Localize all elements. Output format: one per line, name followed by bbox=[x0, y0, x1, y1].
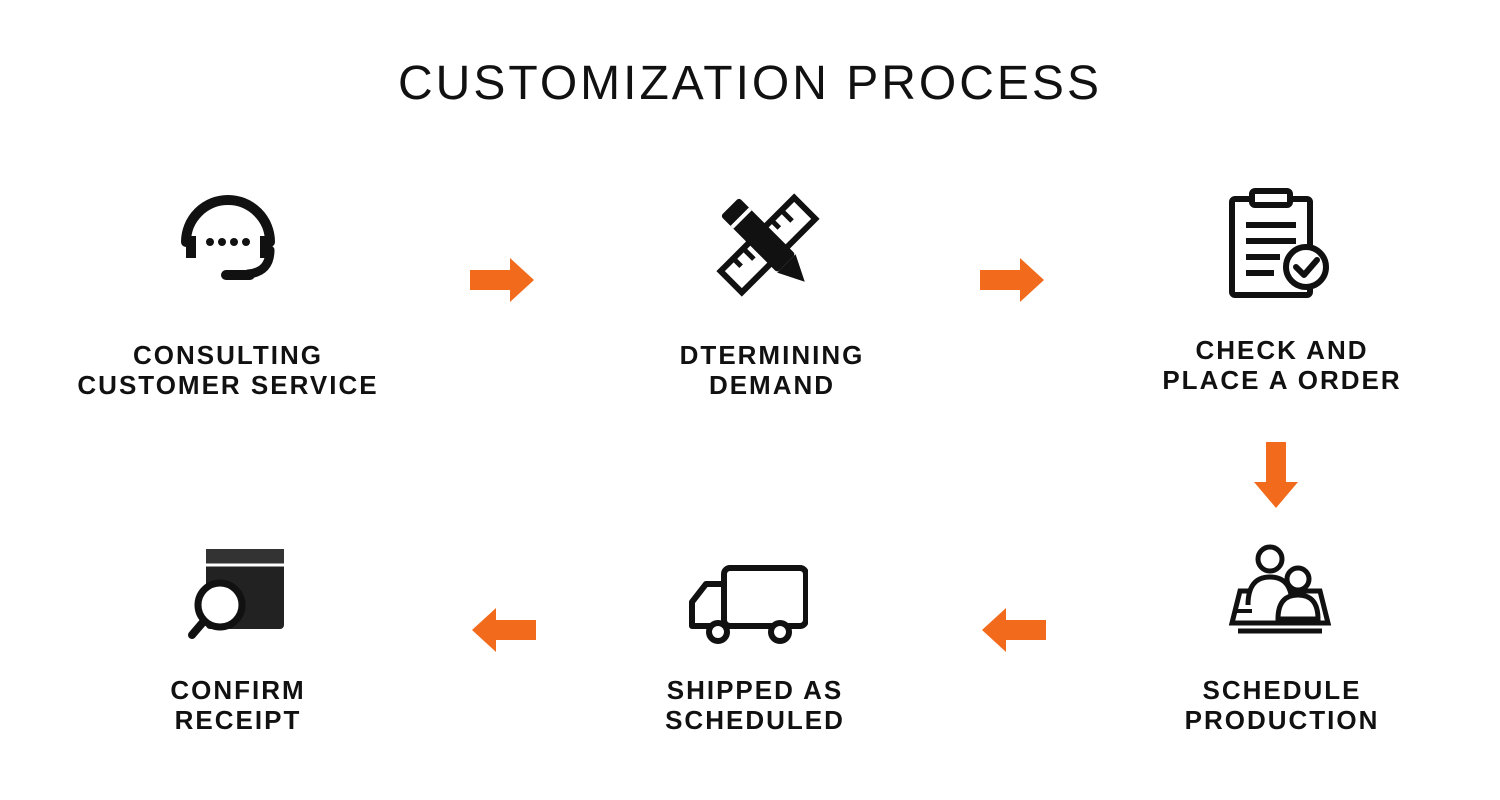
arrow-left-1 bbox=[980, 608, 1046, 652]
step-label: CONSULTING CUSTOMER SERVICE bbox=[77, 340, 379, 400]
arrow-right-1 bbox=[470, 258, 536, 302]
arrow-left-2 bbox=[470, 608, 536, 652]
people-schedule-icon bbox=[1218, 535, 1338, 655]
step-label: CONFIRM RECEIPT bbox=[170, 675, 306, 735]
package-search-icon bbox=[180, 535, 300, 655]
truck-icon bbox=[688, 540, 808, 660]
pencil-ruler-icon bbox=[708, 185, 828, 305]
headset-icon bbox=[168, 180, 288, 300]
step-label: DTERMINING DEMAND bbox=[679, 340, 865, 400]
step-label: SCHEDULE PRODUCTION bbox=[1184, 675, 1380, 735]
step-label: SHIPPED AS SCHEDULED bbox=[665, 675, 845, 735]
arrow-down bbox=[1254, 442, 1298, 508]
arrow-right-2 bbox=[980, 258, 1046, 302]
diagram-title: CUSTOMIZATION PROCESS bbox=[398, 57, 1102, 110]
step-label: CHECK AND PLACE A ORDER bbox=[1162, 335, 1402, 395]
clipboard-check-icon bbox=[1218, 185, 1338, 305]
